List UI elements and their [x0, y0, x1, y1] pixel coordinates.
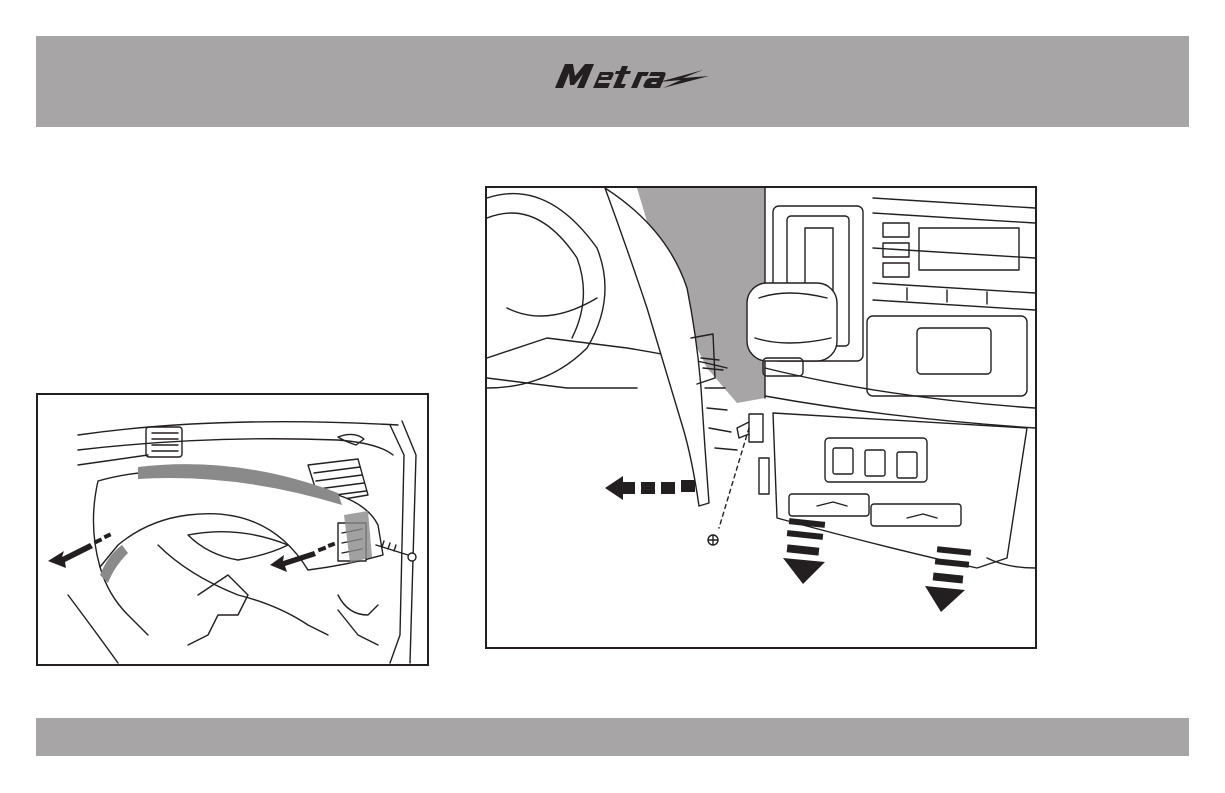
dash-trim-removal-right: [485, 186, 1037, 649]
footer-band: [36, 718, 1189, 756]
dashboard-lower-panel-illustration: [38, 395, 427, 664]
metra-logo: [553, 58, 709, 92]
center-console-panel-illustration: [487, 188, 1035, 647]
dash-trim-removal-left: [36, 393, 429, 666]
